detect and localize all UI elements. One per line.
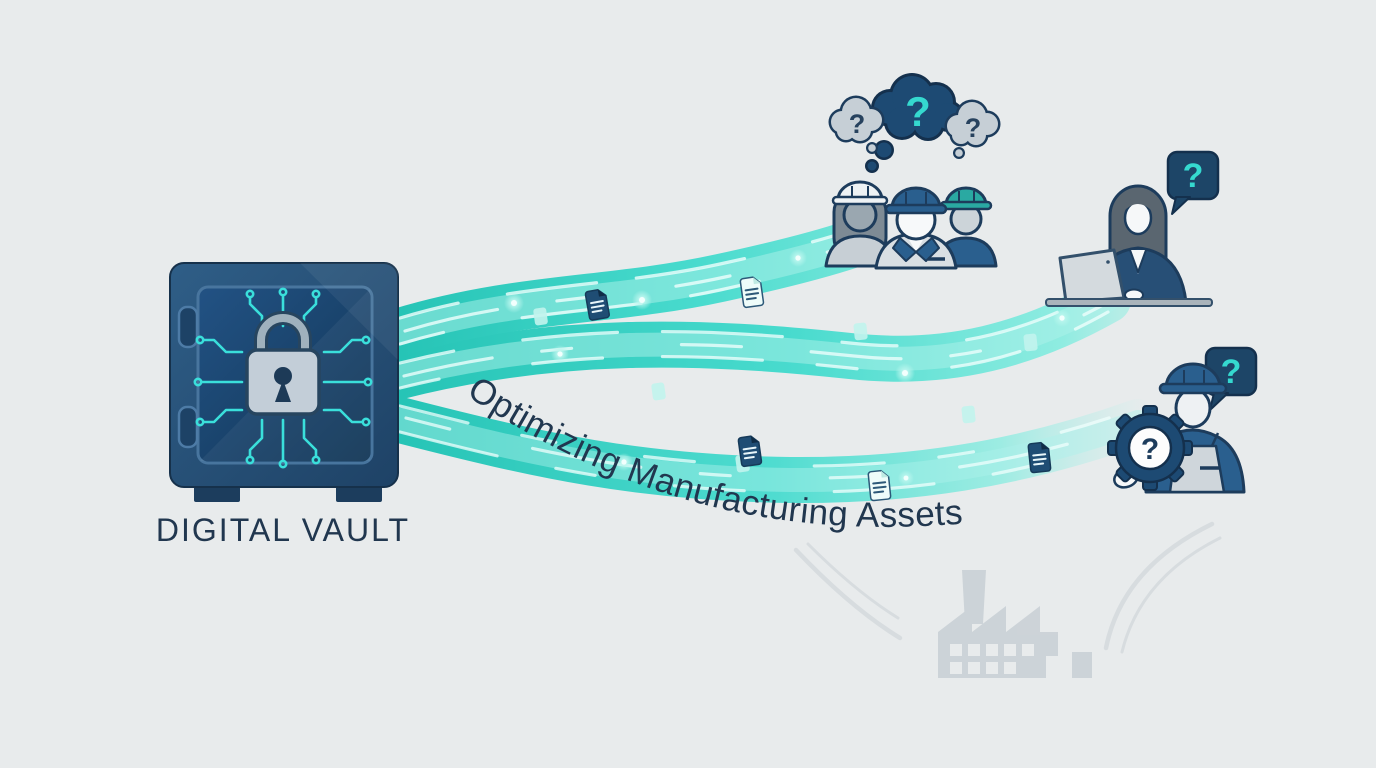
hard-hat-icon xyxy=(884,186,948,215)
data-streams xyxy=(376,220,1161,504)
question-mark: ? xyxy=(1141,433,1159,466)
factory-icon xyxy=(938,570,1092,678)
male-worker-teal-hat xyxy=(934,186,998,268)
desk xyxy=(1045,298,1213,307)
question-mark: ? xyxy=(1221,353,1242,391)
laptop-icon xyxy=(1058,248,1126,304)
digital-vault: DIGITAL VAULT xyxy=(156,262,410,548)
stream-to-worker-team xyxy=(376,220,876,356)
gear-icon: ? xyxy=(1107,405,1193,491)
circuit-traces-icon xyxy=(193,287,373,469)
hard-hat-icon xyxy=(831,180,889,206)
stream-to-technician xyxy=(377,397,1161,504)
question-mark: ? xyxy=(905,88,931,135)
hard-hat-icon xyxy=(939,186,993,211)
analyst: ? xyxy=(1045,150,1220,307)
question-mark: ? xyxy=(849,109,866,139)
vault-label: DIGITAL VAULT xyxy=(156,512,410,548)
decor-arcs xyxy=(793,521,1222,654)
thought-bubble-icon: ? xyxy=(828,95,885,154)
hinge-icon xyxy=(177,405,199,449)
question-mark: ? xyxy=(1183,157,1204,195)
worker-team: ? ? ? xyxy=(824,73,1001,270)
question-mark: ? xyxy=(965,113,982,143)
male-worker-blue-hat xyxy=(874,186,958,270)
hinge-icon xyxy=(177,305,199,349)
padlock-icon xyxy=(245,311,321,416)
technician: ? ? xyxy=(1107,346,1258,494)
thought-bubble-icon: ? xyxy=(865,73,964,173)
speech-bubble-icon: ? xyxy=(1166,150,1220,215)
stream-to-analyst xyxy=(377,277,1131,399)
hard-hat-icon xyxy=(1158,362,1228,395)
thought-bubble-icon: ? xyxy=(944,99,1001,159)
